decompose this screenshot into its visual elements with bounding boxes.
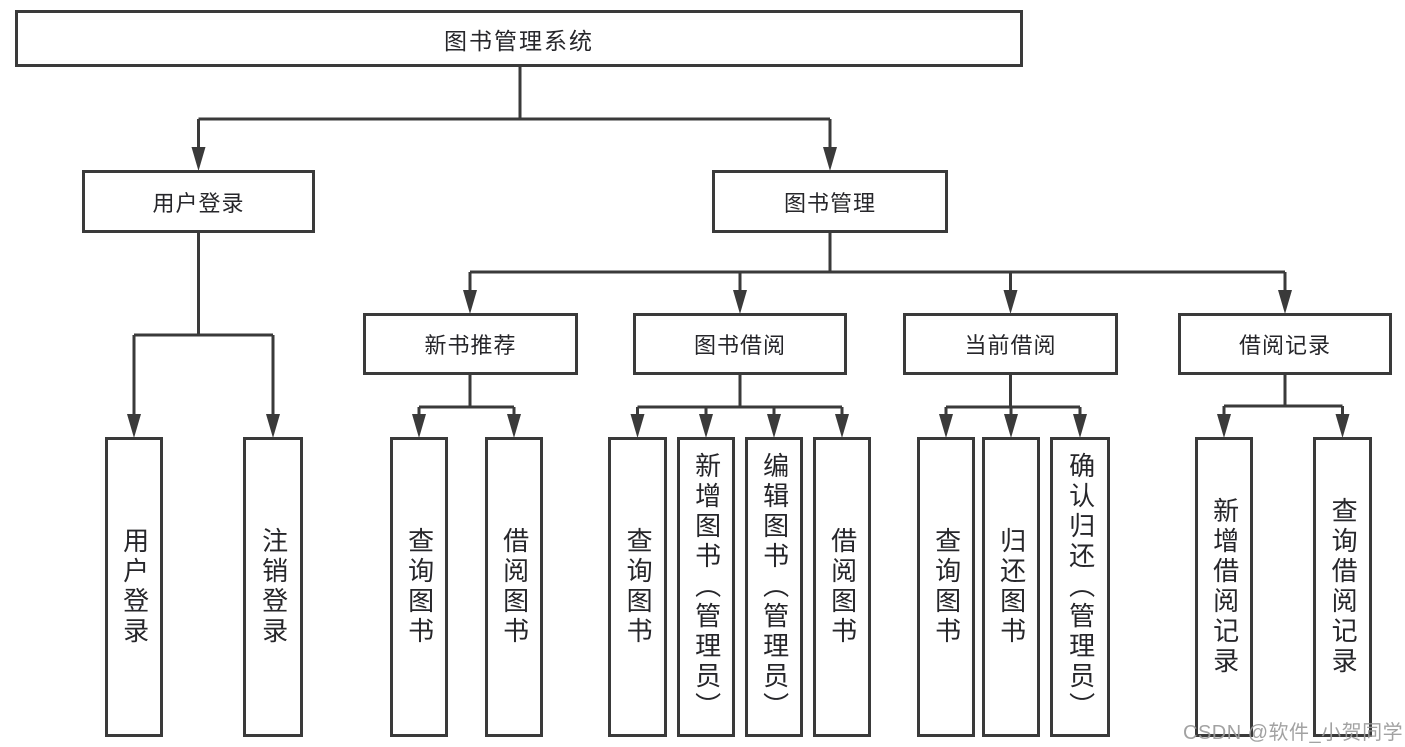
node-user-login: 用户登录 (82, 170, 315, 233)
arrowhead-book-borrowing (733, 290, 747, 314)
node-label: 注销登录 (258, 527, 289, 647)
node-label: 用户登录 (152, 190, 245, 216)
arrowhead-borrowing-records (1278, 290, 1292, 314)
connector-borrowing-records-children (1222, 375, 1344, 416)
node-label: 归还图书 (996, 527, 1027, 647)
leaf-borrow-books-2: 借阅图书 (813, 437, 871, 737)
leaf-query-books-3: 查询图书 (917, 437, 975, 737)
leaf-logout: 注销登录 (243, 437, 303, 737)
node-label: 借阅图书 (827, 527, 858, 647)
arrowhead-user-login (191, 147, 206, 171)
node-label: 当前借阅 (964, 333, 1057, 358)
node-label: 查询图书 (404, 527, 435, 647)
node-label: 新书推荐 (424, 333, 517, 358)
node-label: 确认归还（管理员） (1065, 452, 1096, 722)
node-label: 新增借阅记录 (1209, 497, 1240, 677)
arrowhead-current-borrowing (1003, 290, 1018, 314)
arrowhead-leaf-borrow-books-2 (835, 414, 849, 438)
node-label: 编辑图书（管理员） (759, 452, 790, 722)
leaf-borrow-books-1: 借阅图书 (485, 437, 543, 737)
connector-root-to-level2 (197, 67, 832, 150)
node-label: 新增图书（管理员） (691, 452, 722, 722)
arrowhead-book-management (823, 147, 837, 171)
node-current-borrowing: 当前借阅 (903, 313, 1118, 375)
connector-book-borrowing-children (636, 375, 844, 416)
node-borrowing-records: 借阅记录 (1178, 313, 1392, 375)
node-book-management: 图书管理 (712, 170, 948, 233)
arrowhead-leaf-add-borrow-record (1217, 414, 1231, 438)
node-label: 图书管理 (783, 190, 876, 216)
node-library-management-system: 图书管理系统 (15, 10, 1023, 67)
leaf-add-book-admin: 新增图书（管理员） (677, 437, 735, 737)
leaf-return-book: 归还图书 (982, 437, 1040, 737)
node-label: 用户登录 (119, 527, 150, 647)
arrowhead-leaf-logout (266, 414, 280, 438)
node-label: 查询图书 (623, 527, 654, 647)
arrowhead-leaf-return-book (1004, 414, 1018, 438)
leaf-user-login: 用户登录 (105, 437, 163, 737)
arrowhead-leaf-query-borrow-record (1335, 414, 1350, 438)
leaf-query-borrow-record: 查询借阅记录 (1313, 437, 1372, 737)
node-book-borrowing: 图书借阅 (633, 313, 847, 375)
watermark: CSDN @软件_小贺同学 (1183, 722, 1404, 744)
node-label: 借阅记录 (1238, 333, 1331, 358)
connector-new-book-recommendation-children (417, 375, 516, 416)
node-label: 图书借阅 (693, 333, 786, 358)
connector-user-login-children (132, 233, 275, 416)
arrowhead-leaf-query-books-2 (630, 414, 645, 438)
arrowhead-new-book-recommendation (463, 290, 477, 314)
leaf-confirm-return-admin: 确认归还（管理员） (1050, 437, 1110, 737)
node-label: 图书管理系统 (444, 27, 594, 54)
arrowhead-leaf-add-book (699, 414, 713, 438)
arrowhead-leaf-query-books-1 (412, 414, 426, 438)
arrowhead-leaf-confirm-return (1073, 414, 1087, 438)
leaf-add-borrow-record: 新增借阅记录 (1195, 437, 1253, 737)
arrowhead-leaf-edit-book (767, 414, 781, 438)
node-label: 查询图书 (931, 527, 962, 647)
node-new-book-recommendation: 新书推荐 (363, 313, 578, 375)
arrowhead-leaf-user-login (127, 414, 141, 438)
leaf-query-books-1: 查询图书 (390, 437, 448, 737)
connector-book-management-children (468, 233, 1287, 292)
leaf-query-books-2: 查询图书 (608, 437, 667, 737)
arrowhead-leaf-borrow-books-1 (507, 414, 521, 438)
arrowhead-leaf-query-books-3 (939, 414, 953, 438)
connector-current-borrowing-children (944, 375, 1082, 416)
node-label: 借阅图书 (499, 527, 530, 647)
node-label: 查询借阅记录 (1328, 497, 1359, 677)
leaf-edit-book-admin: 编辑图书（管理员） (745, 437, 803, 737)
